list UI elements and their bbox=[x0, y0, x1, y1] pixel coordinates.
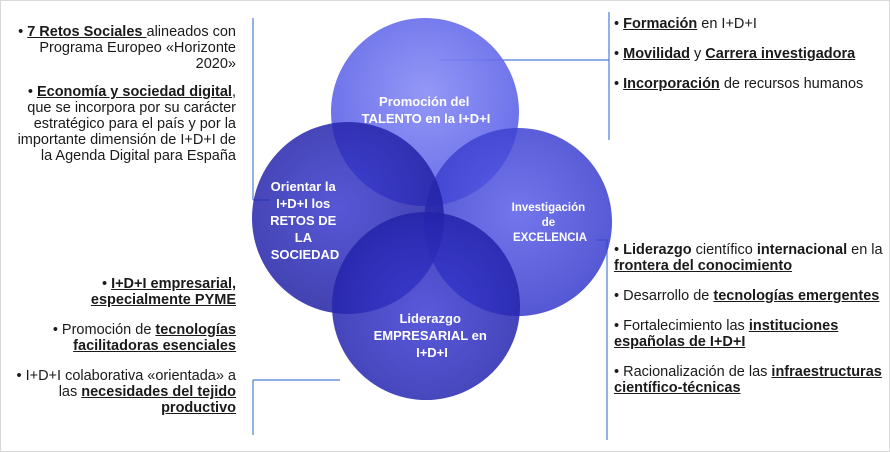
bullet: • bbox=[27, 84, 33, 100]
label-retos: Orientar la I+D+I los RETOS DE LA SOCIED… bbox=[270, 179, 340, 262]
label-excelencia-line2: de bbox=[542, 217, 555, 229]
promocion-text: Promoción de bbox=[61, 322, 156, 338]
label-retos-line5: SOCIEDAD bbox=[271, 247, 340, 262]
label-retos-line2: I+D+I los bbox=[276, 196, 330, 211]
label-retos-line3: RETOS DE bbox=[270, 213, 337, 228]
bullet: • bbox=[614, 364, 620, 380]
right-top-item-2: • Movilidad y Carrera investigadora bbox=[614, 46, 876, 62]
right-bottom-item-3: • Fortalecimiento las instituciones espa… bbox=[614, 318, 886, 350]
bullet: • bbox=[614, 318, 620, 334]
right-bottom-block: • Liderazgo científico internacional en … bbox=[614, 242, 886, 405]
right-bottom-item-1: • Liderazgo científico internacional en … bbox=[614, 242, 886, 274]
tecnologias-emergentes-text: tecnologías emergentes bbox=[713, 288, 880, 304]
tecnologias-facilitadoras-text: tecnologías facilitadoras esenciales bbox=[73, 322, 236, 354]
en-la-text: en la bbox=[847, 242, 883, 258]
bullet: • bbox=[18, 24, 24, 40]
desarrollo-text: Desarrollo de bbox=[623, 288, 714, 304]
label-retos-line1: Orientar la bbox=[271, 179, 337, 194]
infraestructuras-text: infraestructuras científico-técnicas bbox=[614, 364, 882, 396]
label-talento-line2: TALENTO en la I+D+I bbox=[362, 111, 491, 126]
bullet: • bbox=[16, 368, 22, 384]
label-liderazgo: Liderazgo EMPRESARIAL en I+D+I bbox=[374, 311, 491, 360]
left-bottom-item-3: • I+D+I colaborativa «orientada» a las n… bbox=[4, 368, 236, 416]
left-bottom-item-2: • Promoción de tecnologías facilitadoras… bbox=[4, 322, 236, 354]
label-excelencia: Investigación de EXCELENCIA bbox=[512, 202, 589, 244]
bullet: • bbox=[52, 322, 58, 338]
left-bottom-block: • I+D+I empresarial, especialmente PYME … bbox=[4, 276, 236, 425]
right-top-item-1: • Formación en I+D+I bbox=[614, 16, 876, 32]
tejido-productivo-text: necesidades del tejido productivo bbox=[81, 384, 236, 416]
liderazgo-text: Liderazgo bbox=[623, 242, 692, 258]
label-excelencia-line1: Investigación bbox=[512, 202, 586, 214]
bullet: • bbox=[614, 288, 620, 304]
instituciones-text: instituciones españolas de I+D+I bbox=[614, 318, 839, 350]
carrera-text: Carrera investigadora bbox=[705, 46, 856, 62]
fortalecimiento-text: Fortalecimiento las bbox=[623, 318, 749, 334]
horizonte-text: alineados con Programa Europeo «Horizont… bbox=[39, 24, 236, 72]
racionalizacion-text: Racionalización de las bbox=[623, 364, 772, 380]
right-bottom-item-4: • Racionalización de las infraestructura… bbox=[614, 364, 886, 396]
frontera-text: frontera del conocimiento bbox=[614, 258, 793, 274]
formacion-text: Formación bbox=[623, 16, 698, 32]
circle-liderazgo bbox=[332, 212, 520, 400]
label-liderazgo-line2: EMPRESARIAL en bbox=[374, 328, 487, 343]
label-talento-line1: Promoción del bbox=[379, 94, 469, 109]
formacion-desc: en I+D+I bbox=[697, 16, 757, 32]
incorporacion-desc: de recursos humanos bbox=[719, 76, 864, 92]
retos-sociales-text: 7 Retos Sociales bbox=[27, 24, 147, 40]
bullet: • bbox=[101, 276, 108, 292]
left-top-item-1: • 7 Retos Sociales alineados con Program… bbox=[4, 24, 236, 72]
left-top-block: • 7 Retos Sociales alineados con Program… bbox=[4, 24, 236, 173]
bullet: • bbox=[614, 16, 620, 32]
left-top-item-2: • Economía y sociedad digital, que se in… bbox=[4, 84, 236, 164]
movilidad-text: Movilidad bbox=[623, 46, 690, 62]
colaborativa-text: I+D+I colaborativa «orientada» a las bbox=[25, 368, 236, 400]
cientifico-text: científico bbox=[691, 242, 757, 258]
label-talento: Promoción del TALENTO en la I+D+I bbox=[362, 94, 491, 126]
economia-digital-desc: , que se incorpora por su carácter estra… bbox=[17, 84, 236, 164]
label-retos-line4: LA bbox=[295, 230, 313, 245]
right-top-item-3: • Incorporación de recursos humanos bbox=[614, 76, 876, 92]
label-excelencia-line3: EXCELENCIA bbox=[513, 232, 587, 244]
y-text: y bbox=[689, 46, 706, 62]
incorporacion-text: Incorporación bbox=[623, 76, 720, 92]
bullet: • bbox=[614, 46, 620, 62]
label-liderazgo-line1: Liderazgo bbox=[399, 311, 460, 326]
left-bottom-item-1: • I+D+I empresarial, especialmente PYME bbox=[4, 276, 236, 308]
internacional-text: internacional bbox=[756, 242, 848, 258]
bullet: • bbox=[614, 242, 620, 258]
right-bottom-item-2: • Desarrollo de tecnologías emergentes bbox=[614, 288, 886, 304]
right-top-block: • Formación en I+D+I • Movilidad y Carre… bbox=[614, 16, 876, 101]
idi-empresarial-text: I+D+I empresarial, especialmente PYME bbox=[90, 276, 236, 308]
label-liderazgo-line3: I+D+I bbox=[416, 345, 448, 360]
bullet: • bbox=[614, 76, 620, 92]
economia-digital-text: Economía y sociedad digital bbox=[36, 84, 232, 100]
